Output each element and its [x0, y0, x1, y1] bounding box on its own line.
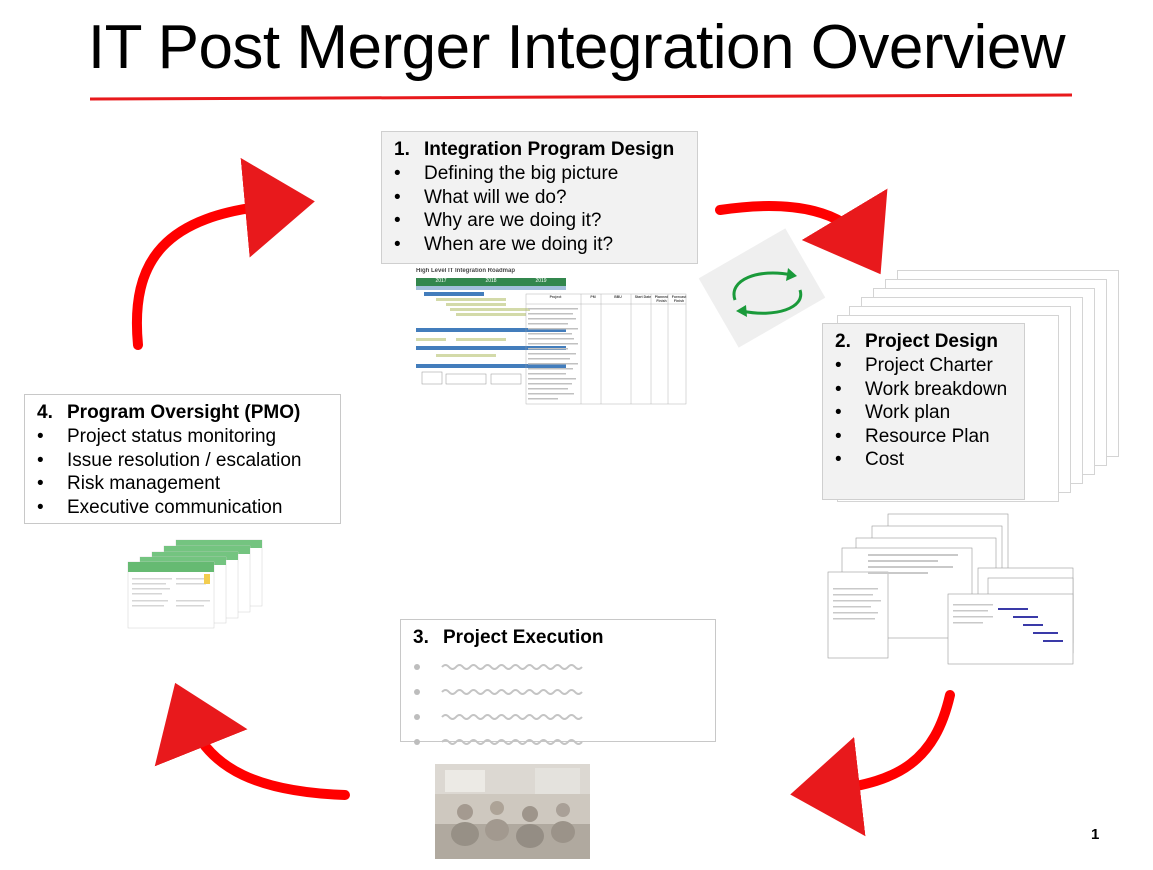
list-item: •Executive communication [37, 496, 283, 518]
table-header: Planned Finish [654, 295, 669, 303]
title-underline [89, 93, 1073, 101]
list-item: •What will we do? [394, 186, 567, 208]
roadmap-title: High Level IT Integration Roadmap [416, 268, 516, 274]
list-item [413, 704, 703, 729]
table-header: Forecast Finish [671, 295, 687, 303]
step-3-box: 3. Project Execution [400, 619, 716, 745]
step-1-box: 1. Integration Program Design •Defining … [381, 131, 698, 264]
step-4-box: 4. Program Oversight (PMO) •Project stat… [24, 394, 341, 524]
step-heading: Program Oversight (PMO) [67, 402, 301, 423]
table-header: BBU [614, 295, 622, 299]
roadmap-thumbnail: High Level IT Integration Roadmap 2017 2… [416, 268, 687, 405]
step-heading: Integration Program Design [424, 139, 675, 160]
list-item: •Project status monitoring [37, 426, 277, 447]
placeholder-list [413, 654, 703, 754]
list-item [413, 679, 703, 704]
table-header: PM [590, 295, 596, 299]
table-header: Project [549, 295, 562, 299]
step-number: 3. [413, 627, 429, 648]
list-item: •Work plan [835, 402, 951, 424]
list-item: •Cost [835, 449, 905, 471]
step-heading: Project Execution [443, 627, 604, 648]
list-item: •Project Charter [835, 355, 993, 376]
roadmap-year: 2018 [485, 278, 497, 284]
project-documents-thumbnail [827, 513, 1074, 665]
list-item [413, 654, 703, 679]
status-report-thumbnail [127, 539, 263, 629]
step-number: 2. [835, 331, 851, 352]
photo-thumbnail [435, 764, 590, 859]
curved-arrow-icon [715, 188, 888, 275]
list-item: •Defining the big picture [394, 163, 619, 184]
step-2-box: 2. Project Design •Project Charter •Work… [822, 323, 1025, 500]
step-heading: Project Design [865, 331, 999, 352]
roadmap-gantt [416, 286, 687, 405]
curved-arrow-icon [132, 157, 315, 350]
roadmap-year: 2017 [435, 278, 447, 284]
curved-arrow-icon [790, 690, 955, 837]
page-title: IT Post Merger Integration Overview [87, 13, 1066, 82]
list-item: •Risk management [37, 473, 221, 495]
curved-arrow-icon [154, 682, 350, 800]
list-item: •Issue resolution / escalation [37, 449, 302, 471]
list-item: •When are we doing it? [394, 233, 614, 255]
cycle-arrows-icon [698, 228, 826, 348]
step-number: 1. [394, 139, 410, 160]
list-item: •Why are we doing it? [394, 210, 602, 232]
roadmap-year: 2019 [535, 278, 547, 284]
table-header: Start Date [634, 295, 652, 299]
list-item [413, 729, 703, 754]
page-number: 1 [1091, 826, 1100, 843]
step-number: 4. [37, 402, 53, 423]
list-item: •Resource Plan [835, 425, 990, 447]
list-item: •Work breakdown [835, 378, 1008, 400]
